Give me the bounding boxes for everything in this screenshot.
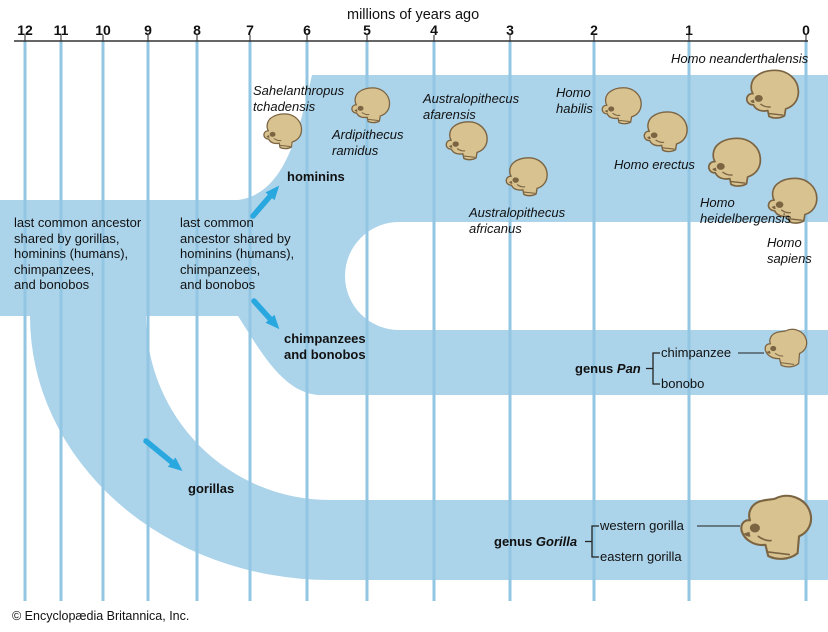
credit: © Encyclopædia Britannica, Inc. bbox=[12, 609, 190, 623]
fork-notch bbox=[345, 222, 828, 330]
label-common-ancestor-hominin-chimp: last common ancestor shared by hominins … bbox=[180, 215, 295, 292]
axis-tick-5: 5 bbox=[363, 22, 371, 38]
axis-tick-2: 2 bbox=[590, 22, 598, 38]
axis-tick-12: 12 bbox=[17, 22, 33, 38]
label-chimpanzee: chimpanzee bbox=[661, 345, 732, 360]
axis-tickmarks bbox=[24, 35, 807, 41]
genus-pan-name: Pan bbox=[616, 361, 641, 376]
label-chimpanzees-bonobos: chimpanzees and bonobos bbox=[284, 331, 366, 362]
time-gridlines bbox=[23, 41, 808, 601]
axis-tick-4: 4 bbox=[430, 22, 438, 38]
label-ardipithecus: Ardipithecus ramidus bbox=[332, 127, 404, 158]
genus-pan-bracket bbox=[646, 352, 660, 385]
label-habilis: Homo habilis bbox=[556, 85, 593, 116]
label-genus-pan: genus Pan bbox=[575, 361, 641, 377]
label-bonobo: bonobo bbox=[661, 376, 705, 391]
gorilla-branch-band bbox=[30, 316, 330, 580]
axis-tick-10: 10 bbox=[95, 22, 111, 38]
label-eastern-gorilla: eastern gorilla bbox=[600, 549, 682, 564]
label-africanus: Australopithecus africanus bbox=[469, 205, 566, 236]
branch-arrows bbox=[143, 185, 280, 471]
axis-title: millions of years ago bbox=[347, 7, 480, 23]
genus-gorilla-bracket bbox=[585, 525, 599, 558]
label-hominins: hominins bbox=[287, 169, 345, 184]
label-common-ancestor-all: last common ancestor shared by gorillas,… bbox=[14, 215, 142, 292]
gorillas-arrow-icon bbox=[143, 438, 183, 471]
axis-tick-0: 0 bbox=[802, 22, 810, 38]
label-erectus: Homo erectus bbox=[614, 157, 695, 172]
label-sapiens: Homo sapiens bbox=[767, 235, 812, 266]
label-western-gorilla: western gorilla bbox=[600, 518, 684, 533]
axis-tick-11: 11 bbox=[53, 22, 69, 38]
axis-tick-7: 7 bbox=[246, 22, 254, 38]
genus-brackets bbox=[585, 352, 764, 558]
chimpanzees-arrow-icon bbox=[251, 298, 280, 330]
hominins-arrow-icon bbox=[250, 185, 280, 219]
genus-gorilla-name: Gorilla bbox=[535, 534, 578, 549]
axis-tick-9: 9 bbox=[144, 22, 152, 38]
time-axis bbox=[14, 35, 808, 42]
label-afarensis: Australopithecus afarensis bbox=[423, 91, 520, 122]
axis-tick-1: 1 bbox=[685, 22, 693, 38]
axis-tick-8: 8 bbox=[193, 22, 201, 38]
axis-tick-3: 3 bbox=[506, 22, 514, 38]
label-heidelbergensis: Homo heidelbergensis bbox=[700, 195, 792, 226]
label-genus-gorilla: genus Gorilla bbox=[494, 534, 577, 550]
lineage-bands bbox=[0, 75, 828, 580]
genus-gorilla-prefix: genus bbox=[494, 534, 536, 549]
label-sahelanthropus: Sahelanthropus tchadensis bbox=[253, 83, 345, 114]
label-neanderthalensis: Homo neanderthalensis bbox=[671, 51, 809, 66]
label-gorillas: gorillas bbox=[188, 481, 235, 496]
axis-tick-6: 6 bbox=[303, 22, 311, 38]
gorilla-band bbox=[328, 500, 828, 580]
genus-pan-prefix: genus bbox=[575, 361, 617, 376]
